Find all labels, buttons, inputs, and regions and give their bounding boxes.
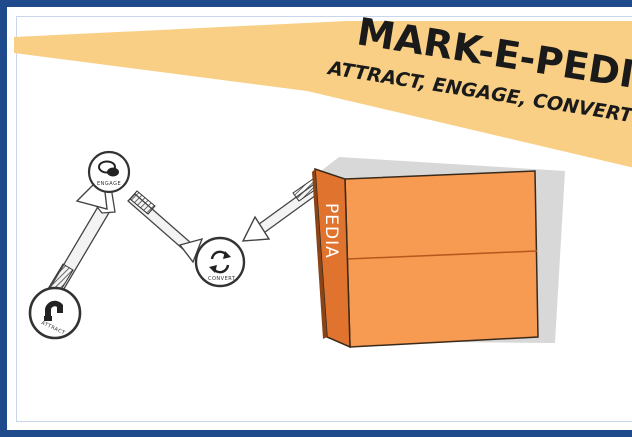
arrow-engage-to-convert <box>127 190 204 264</box>
arrow-book-to-convert <box>241 178 324 242</box>
node-engage-label: ENGAGE <box>97 181 121 187</box>
node-attract: ATTRACT <box>28 286 82 340</box>
node-engage: ENGAGE <box>87 150 131 194</box>
illustration: MARK-E-PEDIA ATTRACT, ENGAGE, CONVERT <box>14 9 632 349</box>
book-spine-title: PEDIA <box>321 203 341 259</box>
chat-icon <box>98 160 119 177</box>
refresh-icon <box>209 250 231 274</box>
magnet-icon <box>44 300 63 321</box>
book-cover <box>344 170 539 348</box>
inner-border <box>16 16 632 422</box>
pedia-book: PEDIA <box>312 157 565 349</box>
node-convert: CONVERT <box>194 236 246 288</box>
node-convert-label: CONVERT <box>208 276 236 282</box>
book-spine-edge <box>312 169 327 339</box>
banner-strip <box>14 21 632 168</box>
